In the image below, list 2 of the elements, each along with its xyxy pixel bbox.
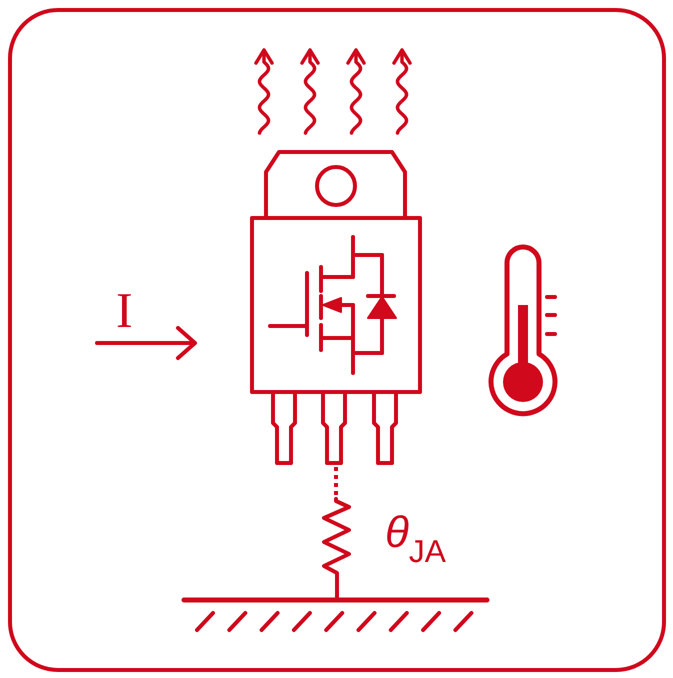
current-label: I bbox=[116, 285, 133, 335]
thermal-resistance-label: θ$_{JA}$ bbox=[385, 511, 446, 568]
